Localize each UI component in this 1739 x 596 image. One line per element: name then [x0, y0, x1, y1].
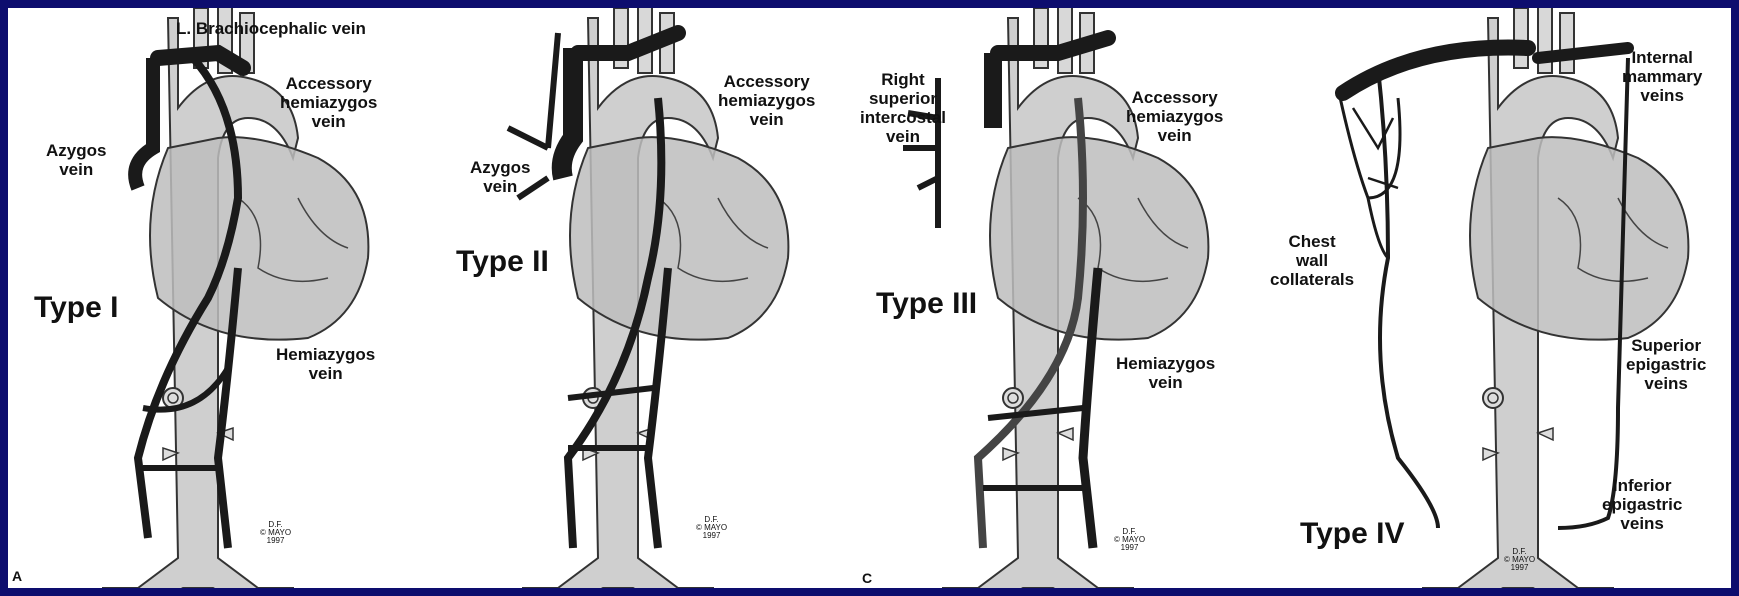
label-internal-mammary-veins: Internal mammary veins: [1622, 48, 1702, 105]
label-superior-epigastric-veins: Superior epigastric veins: [1626, 336, 1706, 393]
type-iv-title: Type IV: [1300, 518, 1404, 550]
label-azygos-vein-ii: Azygos vein: [470, 158, 530, 196]
type-i-title: Type I: [34, 292, 118, 324]
label-accessory-hemiazygos-vein-i: Accessory hemiazygos vein: [280, 74, 377, 131]
label-l-brachiocephalic-vein: L. Brachiocephalic vein: [176, 19, 366, 38]
label-accessory-hemiazygos-vein-ii: Accessory hemiazygos vein: [718, 72, 815, 129]
type-ii-title: Type II: [456, 246, 549, 278]
label-accessory-hemiazygos-vein-iii: Accessory hemiazygos vein: [1126, 88, 1223, 145]
credit-ii: D.F. © MAYO 1997: [696, 516, 727, 540]
credit-i: D.F. © MAYO 1997: [260, 521, 291, 545]
type-iii-title: Type III: [876, 288, 977, 320]
label-right-superior-intercostal-vein: Right superior intercostal vein: [860, 70, 946, 146]
label-chest-wall-collaterals: Chest wall collaterals: [1270, 232, 1354, 289]
figure-panel: L. Brachiocephalic vein Accessory hemiaz…: [8, 8, 1731, 588]
letter-c: C: [862, 570, 872, 586]
label-hemiazygos-vein-iii: Hemiazygos vein: [1116, 354, 1215, 392]
credit-iii: D.F. © MAYO 1997: [1114, 528, 1145, 552]
credit-iv: D.F. © MAYO 1997: [1504, 548, 1535, 572]
label-hemiazygos-vein-i: Hemiazygos vein: [276, 345, 375, 383]
label-azygos-vein-i: Azygos vein: [46, 141, 106, 179]
letter-a: A: [12, 568, 22, 584]
label-inferior-epigastric-veins: Inferior epigastric veins: [1602, 476, 1682, 533]
